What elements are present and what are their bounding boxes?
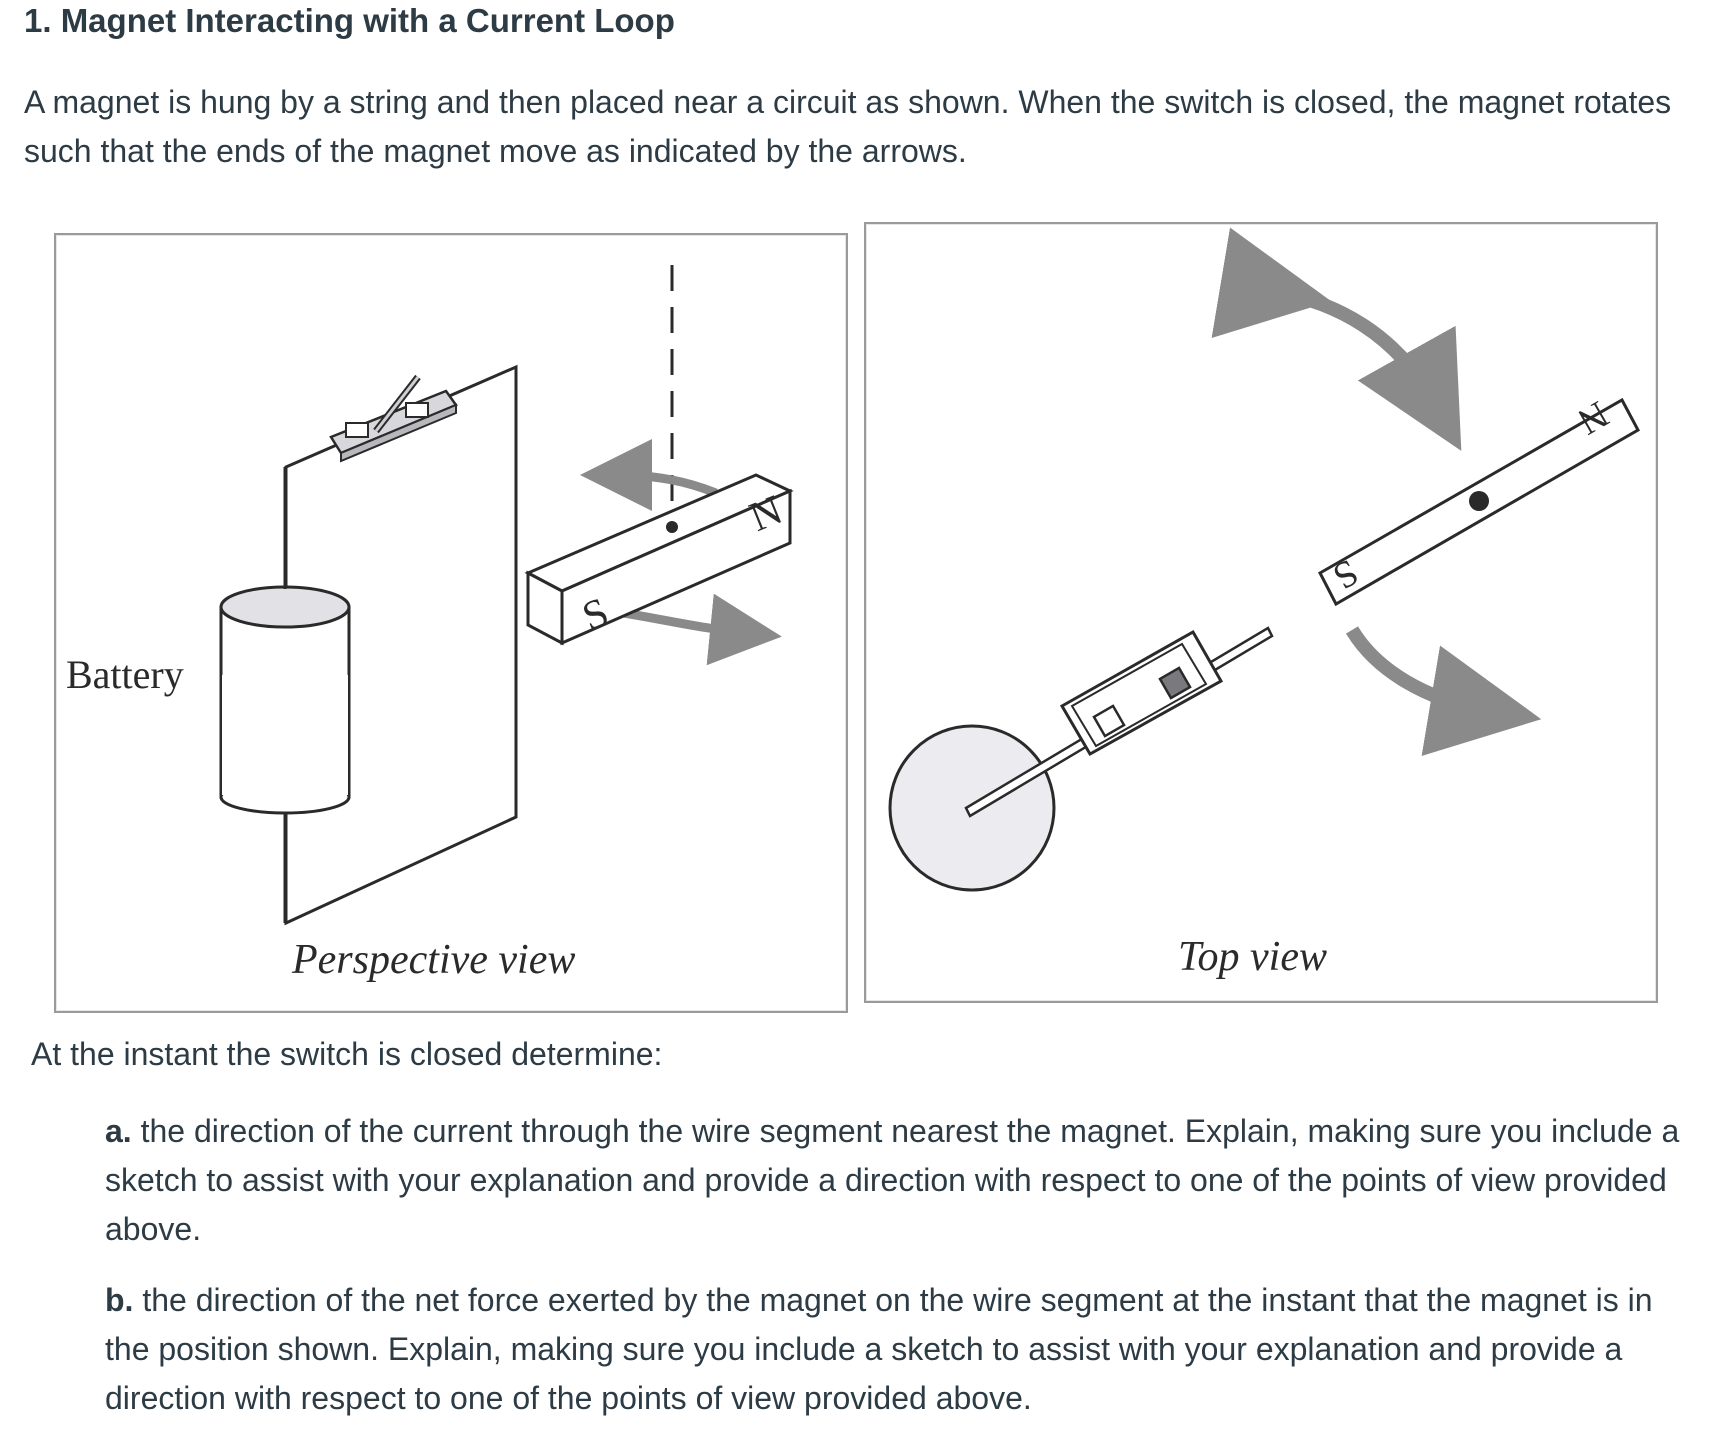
question-prompt: At the instant the switch is closed dete… — [31, 1036, 663, 1072]
bar-magnet — [524, 473, 794, 646]
rotation-arrow-north-end — [1211, 227, 1462, 451]
question-b-letter: b. — [105, 1282, 134, 1318]
switch-icon — [1059, 629, 1224, 757]
top-view-figure: S N Top view — [864, 222, 1658, 1003]
rotation-arrow-south-end — [623, 593, 782, 666]
switch-icon — [329, 374, 458, 463]
top-view-drawing: S N Top view — [888, 227, 1641, 980]
question-b-text: the direction of the net force exerted b… — [105, 1282, 1653, 1416]
question-a-letter: a. — [105, 1113, 132, 1149]
perspective-view-drawing: Battery S N Perspective view — [66, 265, 794, 983]
question-b: b. the direction of the net force exerte… — [105, 1276, 1685, 1423]
battery-label: Battery — [66, 652, 184, 697]
problem-intro: A magnet is hung by a string and then pl… — [24, 84, 1672, 169]
rotation-arrow-south-end — [1345, 626, 1542, 757]
problem-title: 1. Magnet Interacting with a Current Loo… — [24, 2, 675, 39]
perspective-view-figure: Battery S N Perspective view — [54, 233, 848, 1013]
battery-icon — [219, 467, 351, 923]
bar-magnet — [1318, 397, 1641, 607]
question-a: a. the direction of the current through … — [105, 1107, 1685, 1254]
perspective-view-caption: Perspective view — [291, 937, 575, 983]
question-a-text: the direction of the current through the… — [105, 1113, 1680, 1247]
rotation-arrow-north-end — [580, 439, 718, 512]
top-view-caption: Top view — [1178, 934, 1327, 980]
